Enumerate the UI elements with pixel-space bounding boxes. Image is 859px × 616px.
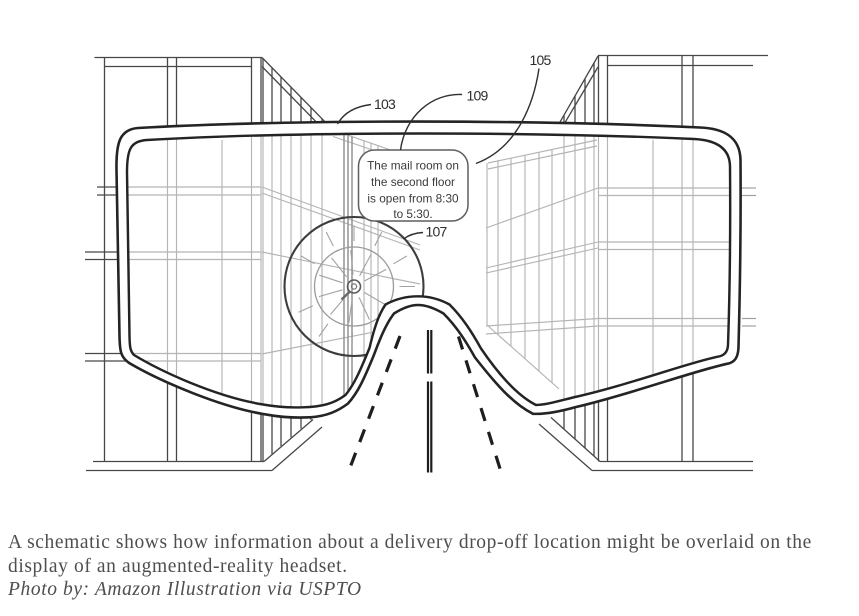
svg-text:is open from 8:30: is open from 8:30 <box>367 192 459 206</box>
svg-text:to 5:30.: to 5:30. <box>393 207 432 221</box>
svg-text:107: 107 <box>426 224 448 240</box>
svg-text:103: 103 <box>374 96 396 112</box>
svg-text:The mail room on: The mail room on <box>367 159 459 173</box>
svg-text:109: 109 <box>467 88 489 104</box>
svg-text:105: 105 <box>530 52 552 68</box>
svg-text:the second floor: the second floor <box>371 175 455 189</box>
